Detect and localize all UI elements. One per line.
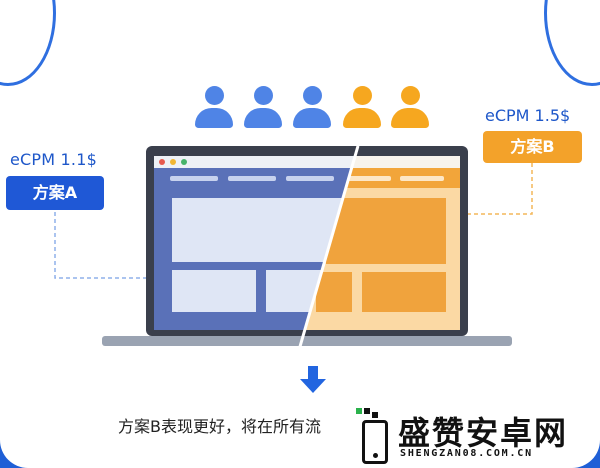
variant-a-price: eCPM 1.1$ bbox=[10, 150, 97, 169]
laptop-icon bbox=[102, 146, 512, 350]
variant-b-badge: 方案B bbox=[483, 131, 582, 163]
watermark-title: 盛赞安卓网 bbox=[398, 414, 569, 452]
arrow-down-icon bbox=[300, 366, 326, 394]
watermark-url: SHENGZAN08.COM.CN bbox=[400, 448, 533, 459]
phone-icon bbox=[362, 420, 388, 464]
variant-a-badge: 方案A bbox=[6, 176, 104, 210]
variant-b-price: eCPM 1.5$ bbox=[485, 106, 571, 125]
user-icon bbox=[293, 86, 331, 132]
user-group bbox=[195, 86, 435, 134]
site-watermark: 盛赞安卓网 SHENGZAN08.COM.CN bbox=[356, 402, 600, 468]
user-icon bbox=[391, 86, 429, 132]
result-caption: 方案B表现更好，将在所有流 bbox=[118, 417, 321, 436]
user-icon bbox=[343, 86, 381, 132]
user-icon bbox=[244, 86, 282, 132]
user-icon bbox=[195, 86, 233, 132]
